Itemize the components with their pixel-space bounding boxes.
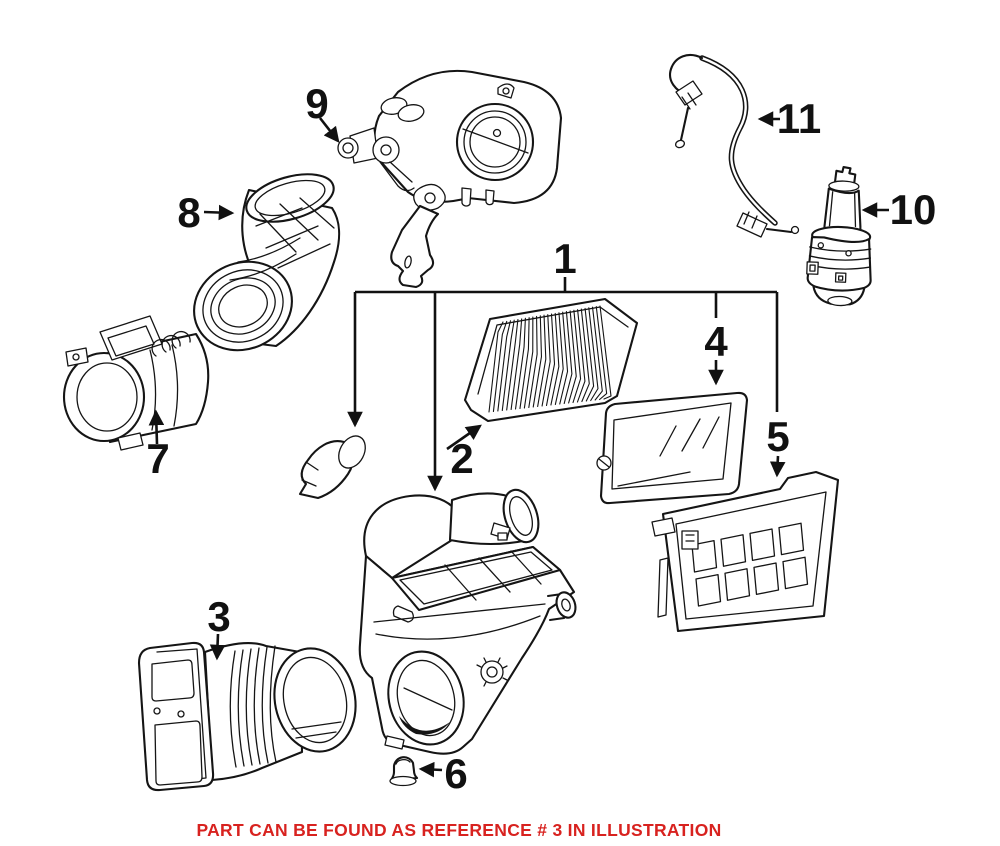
boot-crosshatch	[255, 197, 335, 269]
throttle-cable-drawing	[669, 54, 800, 238]
intake-boot-drawing	[193, 173, 341, 352]
callout-8: 8	[177, 189, 200, 236]
callout-4: 4	[704, 318, 728, 365]
duct-bellows	[229, 645, 277, 768]
air-cleaner-housing-drawing	[358, 488, 577, 755]
callout-2: 2	[450, 435, 473, 482]
callout-7: 7	[146, 435, 169, 482]
reference-caption: PART CAN BE FOUND AS REFERENCE # 3 IN IL…	[196, 820, 721, 840]
grid-cover-cells	[691, 522, 809, 607]
leader-arrows	[148, 111, 889, 778]
throttle-body-drawing	[337, 69, 563, 289]
sensor-spring	[151, 331, 191, 357]
throttle-actuator-drawing	[806, 166, 872, 307]
callout-10: 10	[890, 186, 937, 233]
callout-9: 9	[305, 80, 328, 127]
idle-air-elbow-drawing	[298, 435, 366, 500]
intake-duct-drawing	[137, 641, 357, 792]
filter-cover-panel-drawing	[596, 391, 749, 505]
callout-11: 11	[777, 95, 821, 142]
grommet-drawing	[389, 756, 419, 787]
callout-5: 5	[766, 413, 789, 460]
callout-1: 1	[553, 235, 576, 282]
air-filter-element-drawing	[463, 297, 639, 423]
callout-6: 6	[444, 750, 467, 797]
filter-pleats	[488, 305, 612, 413]
callout-numbers: 1 2 3 4 5 6 7 8 9 10 11	[146, 80, 936, 797]
callout-1-bracket	[347, 277, 779, 492]
callout-3: 3	[207, 593, 230, 640]
grid-cover-drawing	[651, 470, 840, 633]
air-mass-sensor-drawing	[62, 315, 210, 451]
